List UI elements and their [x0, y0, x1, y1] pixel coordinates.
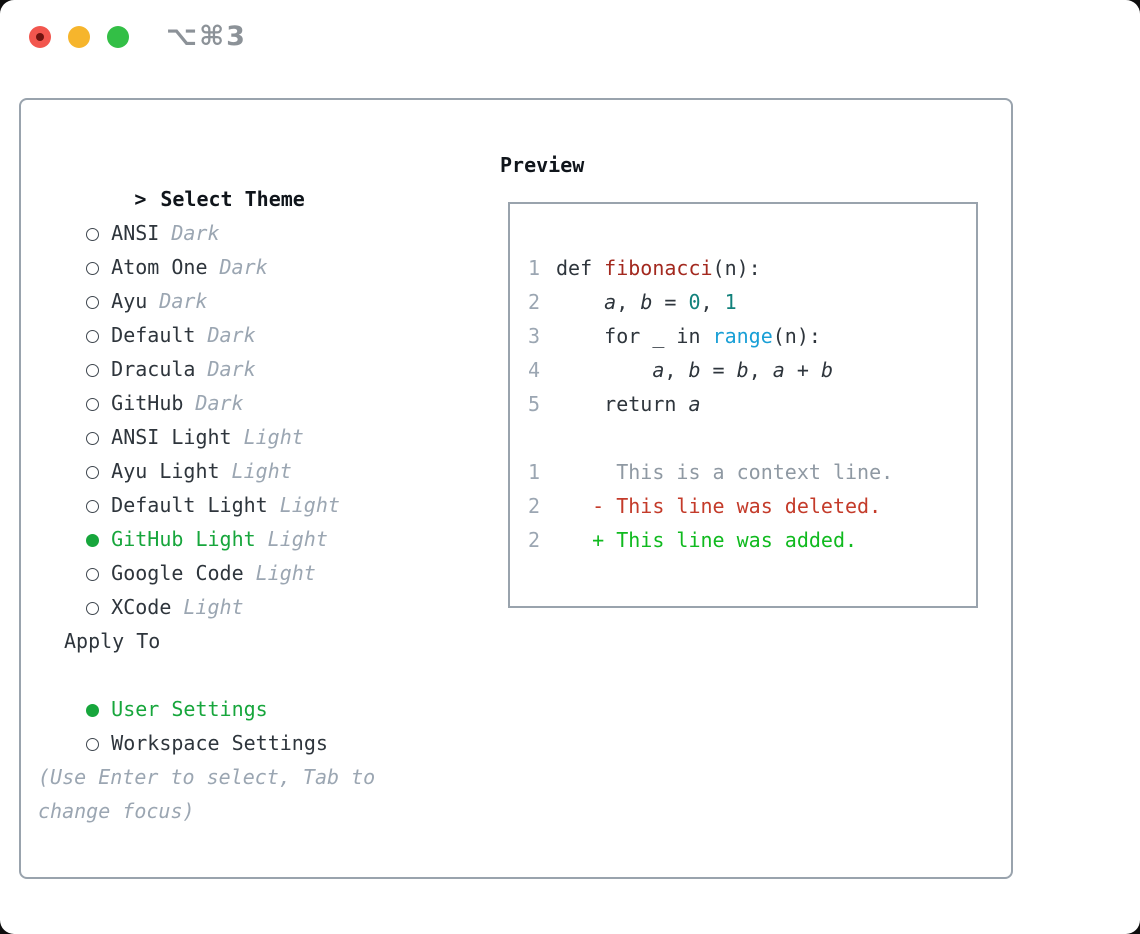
- option-variant-label: Dark: [207, 357, 256, 381]
- theme-option-ayu-light[interactable]: Ayu Light Light: [38, 420, 478, 483]
- code-text: This is a context line.: [556, 460, 894, 484]
- line-number: 1: [528, 256, 541, 280]
- code-line: 3 for _ in range(n):: [528, 319, 976, 353]
- radio-icon: [86, 466, 100, 479]
- radio-icon: [86, 534, 100, 547]
- theme-option-ayu[interactable]: Ayu Dark: [38, 250, 478, 313]
- radio-icon: [86, 704, 100, 717]
- option-label: Default: [111, 323, 196, 347]
- apply-to-list: User Settings Workspace Settings: [38, 658, 478, 755]
- option-variant-label: Dark: [207, 323, 256, 347]
- select-theme-header: > Select Theme: [38, 148, 478, 211]
- option-variant-label: Light: [231, 459, 292, 483]
- code-line: 4 a, b = b, a + b: [528, 353, 976, 387]
- line-number: 3: [528, 324, 541, 348]
- zoom-button[interactable]: [107, 26, 129, 48]
- code-line: [528, 421, 976, 455]
- option-variant-label: Light: [279, 493, 340, 517]
- option-variant-label: Dark: [159, 289, 208, 313]
- radio-icon: [86, 602, 100, 615]
- code-line: 1 This is a context line.: [528, 455, 976, 489]
- code-text: return a: [556, 392, 701, 416]
- radio-icon: [86, 296, 100, 309]
- code-line: 2 + This line was added.: [528, 523, 976, 557]
- option-label: Ayu: [111, 289, 148, 313]
- preview-title: Preview: [500, 153, 585, 177]
- option-variant-label: Dark: [219, 255, 268, 279]
- keyboard-shortcut-label: ⌥⌘3: [166, 21, 247, 52]
- option-label: Dracula: [111, 357, 196, 381]
- code-text: a, b = 0, 1: [604, 290, 737, 314]
- option-label: Google Code: [111, 561, 244, 585]
- option-label: ANSI Light: [111, 425, 232, 449]
- option-label: Ayu Light: [111, 459, 220, 483]
- option-label: GitHub Light: [111, 527, 256, 551]
- theme-option-ansi[interactable]: ANSI Dark: [38, 182, 478, 245]
- line-number: 2: [528, 528, 541, 552]
- theme-option-google-code[interactable]: Google Code Light: [38, 522, 478, 585]
- apply-option-user-settings[interactable]: User Settings: [38, 658, 478, 721]
- line-number: 1: [528, 460, 541, 484]
- option-label: Workspace Settings: [111, 731, 328, 755]
- code-line: 5 return a: [528, 387, 976, 421]
- theme-option-github[interactable]: GitHub Dark: [38, 352, 478, 415]
- option-label: User Settings: [111, 697, 268, 721]
- select-theme-header-label: Select Theme: [160, 187, 305, 211]
- option-label: ANSI: [111, 221, 160, 245]
- code-text: def fibonacci(n):: [556, 256, 761, 280]
- theme-option-default[interactable]: Default Dark: [38, 284, 478, 347]
- option-variant-label: Light: [255, 561, 316, 585]
- option-variant-label: Light: [267, 527, 328, 551]
- radio-icon: [86, 364, 100, 377]
- theme-option-github-light[interactable]: GitHub Light Light: [38, 488, 478, 551]
- code-line: 1 def fibonacci(n):: [528, 251, 976, 285]
- code-text: for _ in range(n):: [556, 324, 821, 348]
- line-number: 4: [528, 358, 541, 382]
- radio-icon: [86, 432, 100, 445]
- code-line: 2 a, b = 0, 1: [528, 285, 976, 319]
- theme-option-xcode[interactable]: XCode Light: [38, 556, 478, 619]
- radio-icon: [86, 262, 100, 275]
- hint-text: (Use Enter to select, Tab to change focu…: [38, 765, 376, 823]
- option-label: XCode: [111, 595, 172, 619]
- line-number: 2: [528, 290, 541, 314]
- close-button[interactable]: [29, 26, 51, 48]
- option-variant-label: Dark: [171, 221, 220, 245]
- option-variant-label: Light: [243, 425, 304, 449]
- code-text: + This line was added.: [556, 528, 858, 552]
- apply-to-header: Apply To: [64, 629, 161, 653]
- close-button-dot-icon: [36, 33, 44, 41]
- theme-option-atom-one[interactable]: Atom One Dark: [38, 216, 478, 279]
- radio-icon: [86, 500, 100, 513]
- apply-option-workspace-settings[interactable]: Workspace Settings: [38, 692, 478, 755]
- radio-icon: [86, 738, 100, 751]
- code-text: - This line was deleted.: [556, 494, 882, 518]
- code-text: a, b = b, a + b: [652, 358, 833, 382]
- theme-option-default-light[interactable]: Default Light Light: [38, 454, 478, 517]
- titlebar: ⌥⌘3: [29, 21, 247, 52]
- theme-option-ansi-light[interactable]: ANSI Light Light: [38, 386, 478, 449]
- option-variant-label: Light: [183, 595, 244, 619]
- option-label: Default Light: [111, 493, 268, 517]
- radio-icon: [86, 228, 100, 241]
- theme-option-dracula[interactable]: Dracula Dark: [38, 318, 478, 381]
- option-label: GitHub: [111, 391, 184, 415]
- radio-icon: [86, 568, 100, 581]
- minimize-button[interactable]: [68, 26, 90, 48]
- radio-icon: [86, 330, 100, 343]
- line-number: 5: [528, 392, 541, 416]
- prompt-marker: >: [134, 187, 147, 211]
- code-line: 2 - This line was deleted.: [528, 489, 976, 523]
- option-label: Atom One: [111, 255, 208, 279]
- radio-icon: [86, 398, 100, 411]
- line-number: 2: [528, 494, 541, 518]
- option-variant-label: Dark: [195, 391, 244, 415]
